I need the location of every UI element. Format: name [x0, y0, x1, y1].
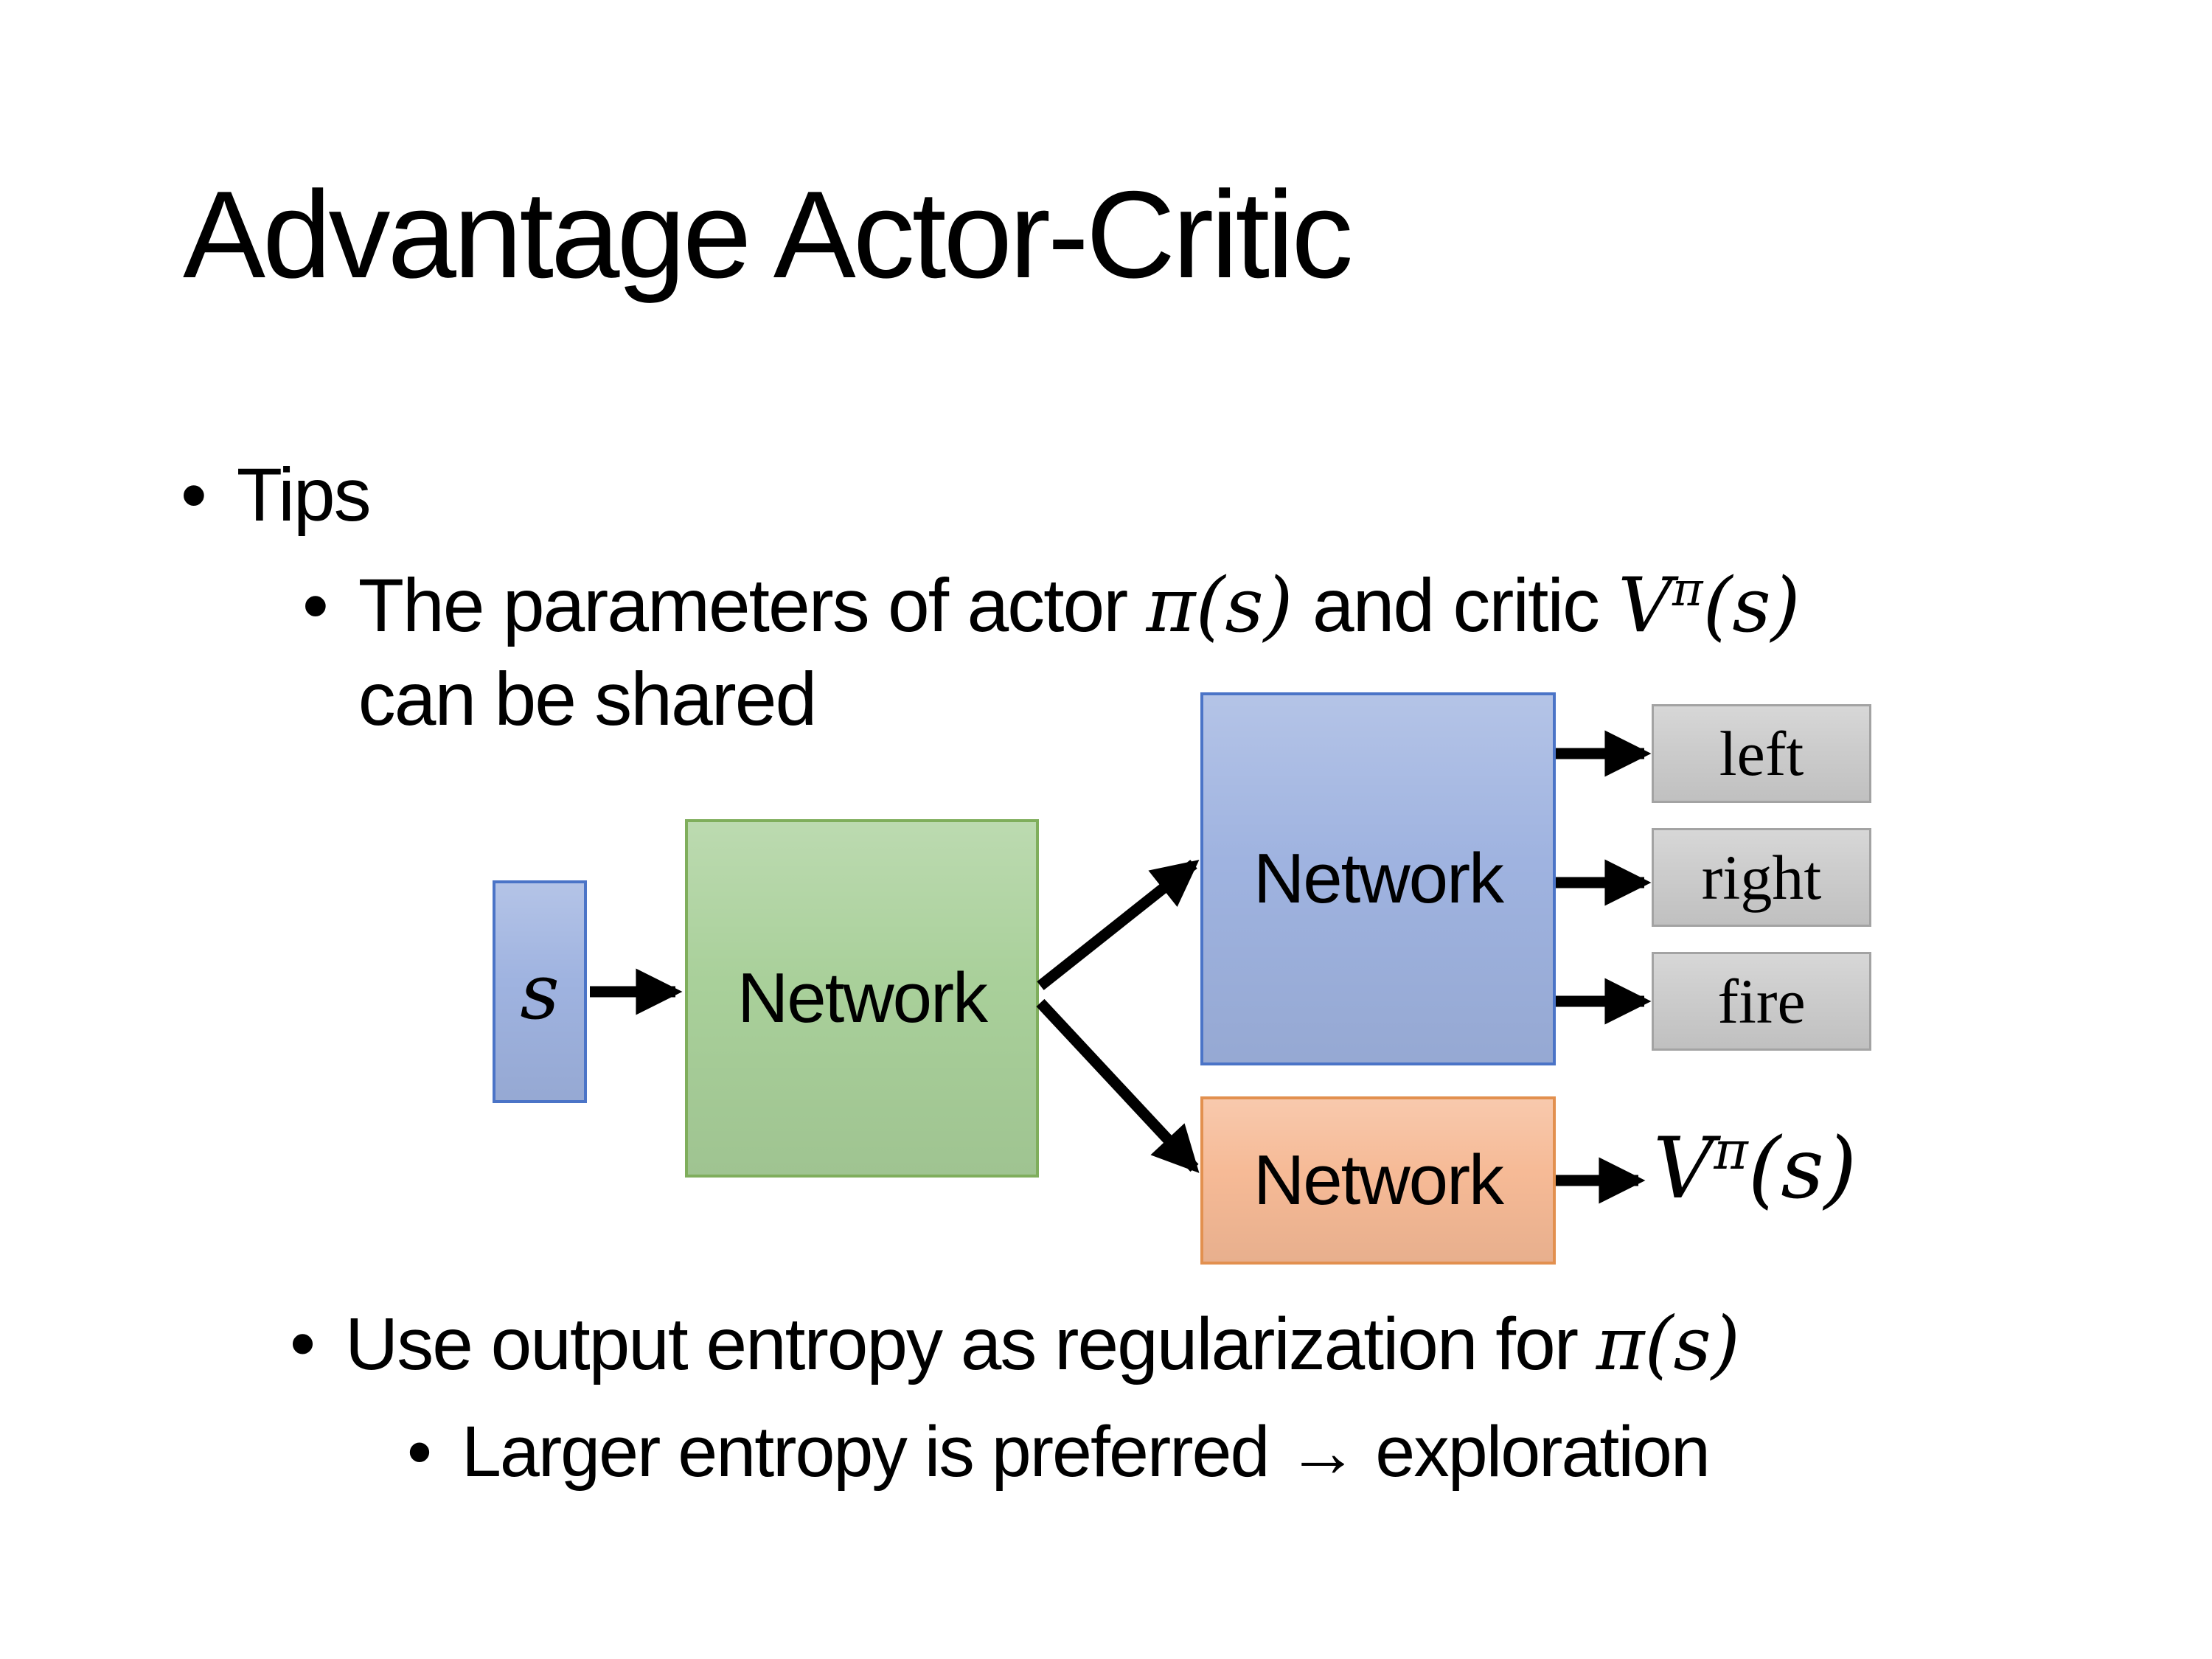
critic-network-label: Network [1253, 1141, 1504, 1220]
actor-network-box: Network [1200, 692, 1556, 1065]
action-box-fire: fire [1652, 952, 1871, 1051]
action-box-right: right [1652, 828, 1871, 927]
bullet-dot: • [290, 1302, 316, 1385]
bullet-shared-line1: The parameters of actor π(s) and critic … [358, 559, 1801, 653]
arrow-shared-to-actor [1037, 860, 1200, 990]
shared-prefix: The parameters of actor [358, 563, 1147, 647]
bullet-dot: • [302, 563, 329, 647]
shared-mid: and critic [1293, 563, 1618, 647]
bullet-dot: • [181, 453, 207, 537]
bullet-tips: • Tips [181, 448, 372, 543]
math-critic-v: V [1618, 562, 1673, 650]
bullet-larger-entropy: • Larger entropy is preferred → explorat… [407, 1407, 1711, 1496]
action-box-left: left [1652, 704, 1871, 803]
bullet-larger-entropy-label: Larger entropy is preferred → exploratio… [461, 1411, 1711, 1492]
action-label-fire: fire [1717, 966, 1806, 1037]
bullet-dot: • [407, 1411, 432, 1492]
math-critic-sup-pi: π [1672, 562, 1703, 616]
bullet-tips-label: Tips [236, 453, 372, 537]
math-critic-arg: (s) [1703, 562, 1801, 650]
bullet-entropy-regularization: • Use output entropy as regularization f… [290, 1298, 1740, 1391]
arrow-shared-to-critic [1036, 998, 1200, 1173]
math-policy: π(s) [1596, 1301, 1740, 1387]
value-sup-pi: π [1714, 1120, 1748, 1181]
state-label: s [520, 947, 560, 1037]
action-label-left: left [1719, 718, 1804, 789]
math-actor-policy: π(s) [1146, 562, 1293, 650]
state-box: s [493, 880, 587, 1103]
value-output-label: Vπ(s) [1653, 1119, 1857, 1217]
critic-network-box: Network [1200, 1096, 1556, 1265]
bullet-entropy-text: Use output entropy as regularization for… [345, 1298, 1740, 1391]
entropy-prefix: Use output entropy as regularization for [345, 1303, 1596, 1385]
value-base: V [1653, 1119, 1714, 1217]
bullet-shared-text: The parameters of actor π(s) and critic … [358, 559, 1801, 746]
actor-network-label: Network [1253, 839, 1504, 918]
bullet-shared-parameters: • The parameters of actor π(s) and criti… [302, 559, 1801, 746]
page-title: Advantage Actor-Critic [183, 165, 1353, 304]
action-label-right: right [1701, 842, 1822, 913]
value-arg: (s) [1747, 1119, 1857, 1217]
shared-network-label: Network [737, 959, 988, 1037]
bullet-shared-line2: can be shared [358, 657, 817, 742]
shared-network-box: Network [685, 819, 1039, 1178]
